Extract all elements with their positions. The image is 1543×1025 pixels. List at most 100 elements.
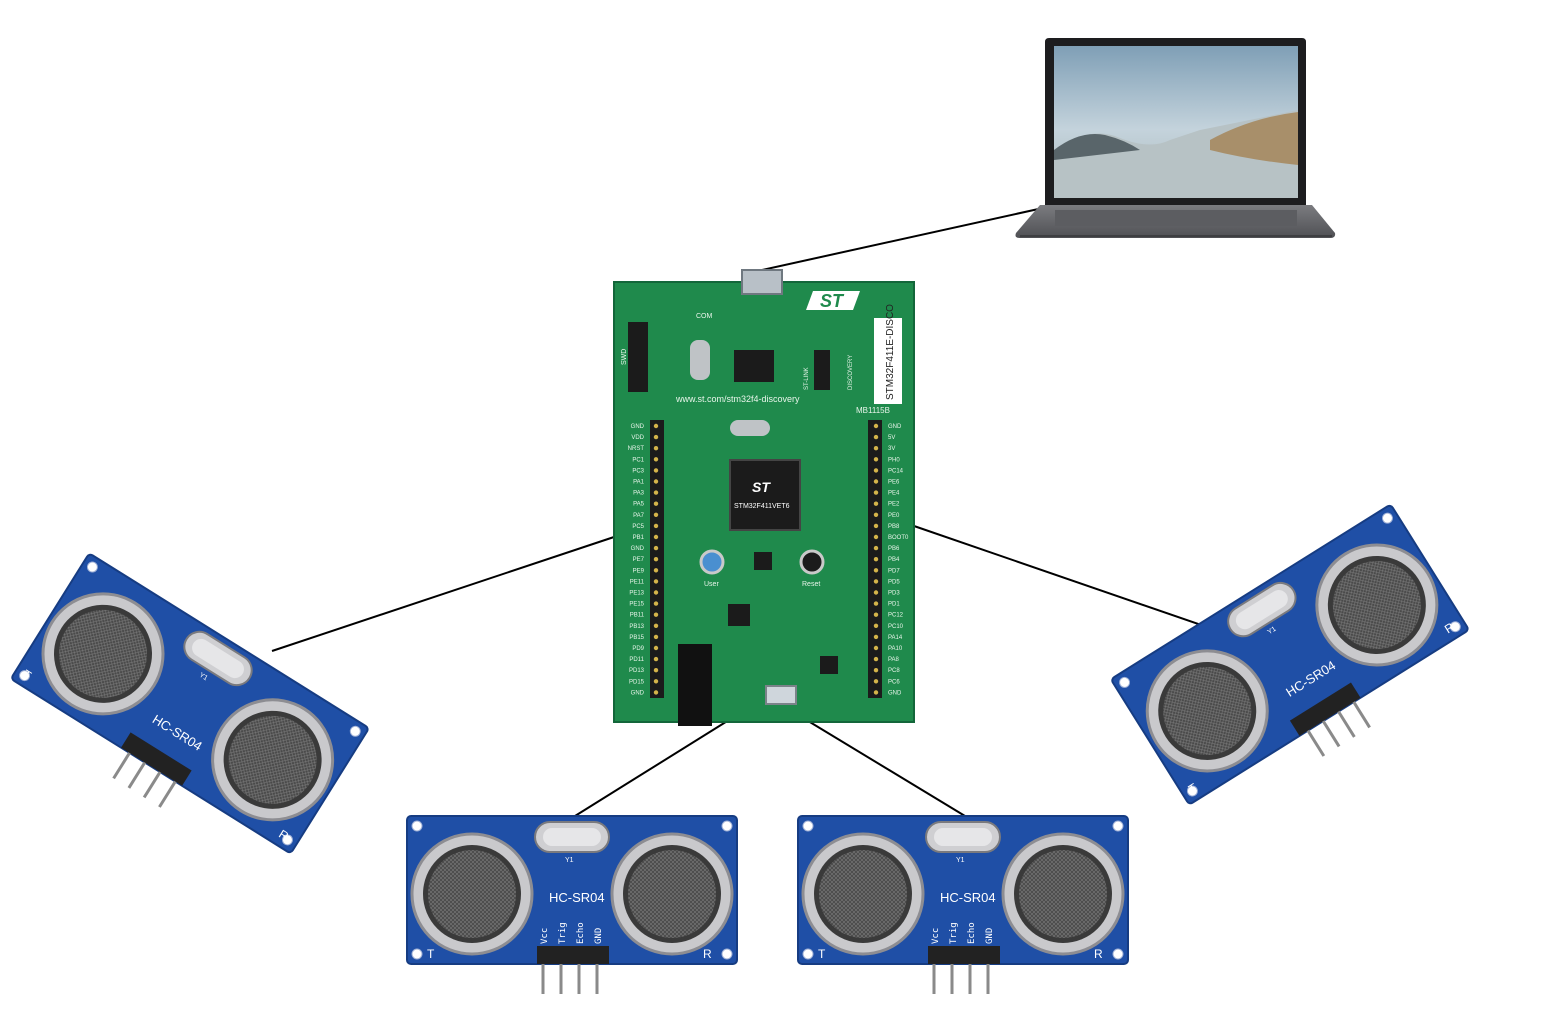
reset-button xyxy=(799,549,825,575)
right-pin-label-11: PB6 xyxy=(888,546,900,552)
right-pin-label-5: PE6 xyxy=(888,480,900,486)
left-pin-label-3: PC1 xyxy=(632,457,644,463)
board-url-label: www.st.com/stm32f4-discovery xyxy=(675,394,800,404)
left-pin-label-4: PC3 xyxy=(632,468,644,474)
sensor-bottom-right-model: HC-SR04 xyxy=(940,890,996,905)
left-pin-label-pad-11 xyxy=(653,545,659,551)
left-pin-label-pad-18 xyxy=(653,623,659,628)
left-pin-label-pad-16 xyxy=(653,601,659,606)
left-pin-label-pad-14 xyxy=(653,579,659,584)
left-pin-label-pad-5 xyxy=(653,479,659,484)
right-pin-label-3: PH0 xyxy=(888,457,900,463)
right-pin-label-pad-20 xyxy=(873,645,879,651)
left-pin-label-pad-3 xyxy=(653,457,659,462)
stlink-label: ST-LINK xyxy=(804,367,810,390)
user-button xyxy=(699,549,725,575)
left-pin-label-19: PB15 xyxy=(629,635,644,641)
sensor-left: HC-SR04 Y1 T R xyxy=(9,551,371,856)
sensor-left-crystal-label: Y1 xyxy=(198,672,209,683)
left-pin-label-23: PD15 xyxy=(629,679,645,685)
com-label: COM xyxy=(696,313,713,320)
sensor-bottom-right-pins xyxy=(932,964,990,994)
sensor-bottom-left-pin-echo: Echo xyxy=(576,922,586,944)
right-pin-label-pad-2 xyxy=(873,446,879,451)
sensor-bottom-left-pin-vcc: Vcc xyxy=(540,928,550,944)
right-pin-label-18: PC10 xyxy=(888,624,904,630)
st-logo: ST xyxy=(806,291,860,311)
right-pin-label-15: PD3 xyxy=(888,591,900,597)
right-pin-label-pad-24 xyxy=(873,690,879,695)
usb-mini-connector xyxy=(741,269,783,295)
sensor-bottom-left-crystal-label: Y1 xyxy=(565,857,574,864)
right-pin-label-pad-23 xyxy=(873,679,879,684)
left-pin-label-pad-7 xyxy=(653,501,659,506)
left-pin-label-pad-23 xyxy=(653,679,659,684)
right-pin-label-8: PE0 xyxy=(888,513,900,519)
sensor-bottom-right: HC-SR04 Y1 T R Vcc Trig Echo GND xyxy=(796,814,1130,994)
left-pin-label-pad-8 xyxy=(653,512,659,517)
board-model-label: STM32F411E-DISCO xyxy=(885,304,896,400)
left-pin-label-pad-6 xyxy=(653,490,659,495)
left-pin-label-17: PB11 xyxy=(630,613,645,619)
right-pin-label-pad-10 xyxy=(873,534,879,540)
sensor-bottom-right-pin-trig: Trig xyxy=(949,922,959,944)
left-pin-label-8: PA7 xyxy=(633,513,645,519)
right-pin-label-9: PB8 xyxy=(888,524,900,530)
sensor-bottom-left-pins xyxy=(541,964,599,994)
left-pin-label-5: PA1 xyxy=(633,480,645,486)
right-pin-label-pad-15 xyxy=(873,590,879,595)
link-board-sensor-bottom-left xyxy=(574,709,746,817)
left-pin-label-pad-20 xyxy=(653,645,659,651)
right-pin-label-17: PC12 xyxy=(888,613,904,619)
sensor-bottom-left-pin-trig: Trig xyxy=(558,922,568,944)
right-pin-label-16: PD1 xyxy=(888,602,900,608)
left-pin-label-pad-10 xyxy=(653,534,659,540)
sensor-bottom-right-crystal-label: Y1 xyxy=(956,857,965,864)
left-pin-label-24: GND xyxy=(631,690,645,696)
right-pin-label-22: PC8 xyxy=(888,668,900,674)
right-pin-label-pad-11 xyxy=(873,545,879,551)
left-pin-label-pad-24 xyxy=(653,690,659,695)
left-pin-label-12: PE7 xyxy=(633,557,645,563)
left-pin-label-0: GND xyxy=(631,424,645,430)
left-pin-label-10: PB1 xyxy=(633,535,645,541)
right-pin-label-14: PD5 xyxy=(888,579,900,585)
left-pin-label-pad-15 xyxy=(653,590,659,595)
sensor-bottom-right-transmitter-mark: T xyxy=(818,947,826,961)
sensor-bottom-left-model: HC-SR04 xyxy=(549,890,605,905)
right-pin-label-10: BOOT0 xyxy=(888,535,909,541)
laptop xyxy=(1015,38,1336,238)
left-pin-label-pad-0 xyxy=(653,423,659,429)
left-pin-label-18: PB13 xyxy=(629,624,644,630)
reset-button-label: Reset xyxy=(802,581,820,588)
left-pin-label-pad-1 xyxy=(653,434,659,440)
link-board-sensor-left xyxy=(271,536,615,652)
swd-label: SWD xyxy=(621,349,628,365)
left-pin-label-pad-12 xyxy=(653,557,659,562)
right-pin-label-pad-0 xyxy=(873,423,879,429)
sensor-bottom-right-pin-vcc: Vcc xyxy=(931,928,941,944)
usb-micro-connector xyxy=(765,685,797,705)
right-pin-label-pad-6 xyxy=(873,490,879,495)
left-pin-label-11: GND xyxy=(631,546,645,552)
connections xyxy=(271,207,1269,817)
mcu-part-label: STM32F411VET6 xyxy=(734,503,790,510)
right-pin-label-pad-3 xyxy=(873,457,879,462)
stm32-board: ST STM32F411E-DISCO MB1115B www.st.com/s… xyxy=(613,269,915,726)
sensor-right: HC-SR04 Y1 T R xyxy=(1109,502,1471,807)
st-logo-text: ST xyxy=(820,291,845,311)
right-pin-label-13: PD7 xyxy=(888,568,900,574)
right-pin-label-pad-16 xyxy=(873,601,879,606)
left-pin-label-9: PC5 xyxy=(632,524,644,530)
right-pin-label-pad-19 xyxy=(873,634,879,640)
left-pin-label-20: PD9 xyxy=(632,646,644,652)
left-pin-label-pad-13 xyxy=(653,568,659,573)
left-pin-label-pad-19 xyxy=(653,634,659,640)
left-pin-label-pad-22 xyxy=(653,668,659,673)
sensor-right-pins xyxy=(1306,701,1371,757)
sensor-bottom-left-receiver-mark: R xyxy=(703,947,712,961)
sensor-bottom-left: HC-SR04 Y1 T R Vcc Trig Echo GND xyxy=(405,814,739,994)
left-pin-label-pad-17 xyxy=(653,612,659,617)
right-pin-labels: GND5V3VPH0PC14PE6PE4PE2PE0PB8BOOT0PB6PB4… xyxy=(873,423,909,696)
right-pin-label-6: PE4 xyxy=(888,491,900,497)
